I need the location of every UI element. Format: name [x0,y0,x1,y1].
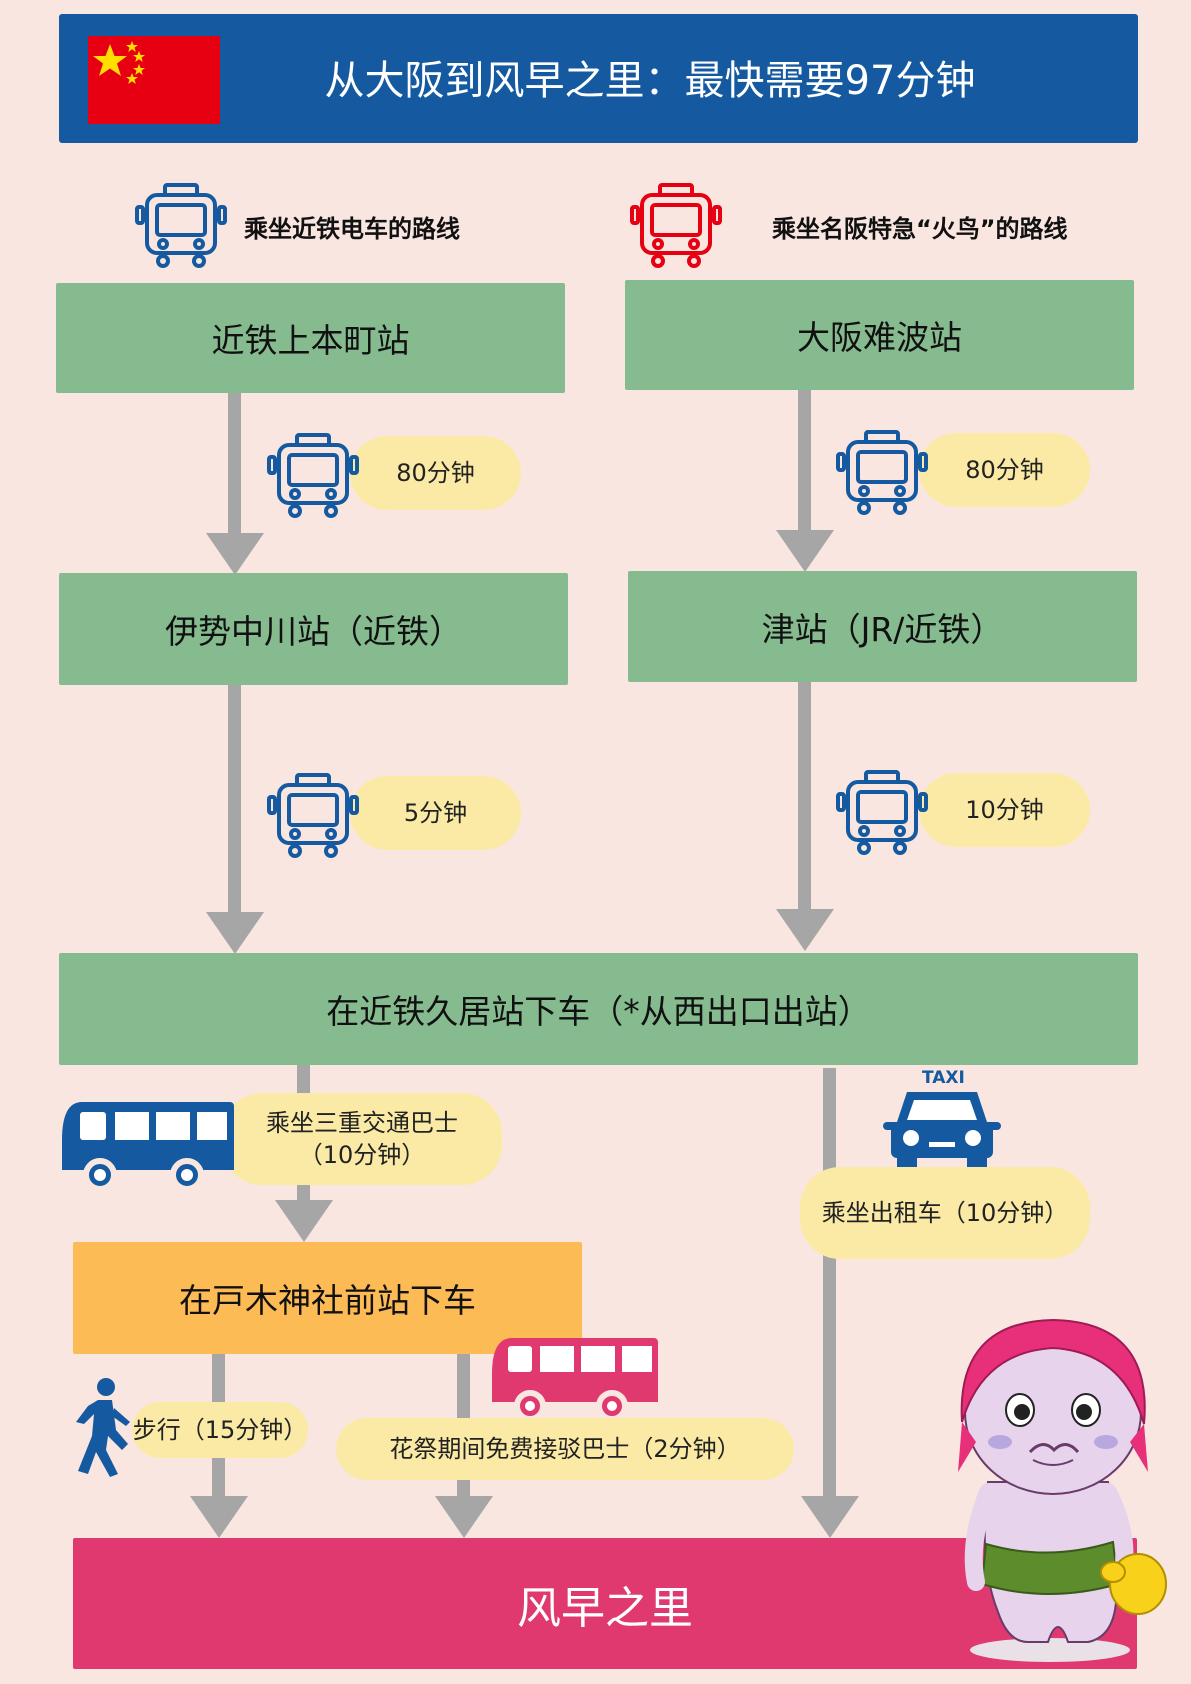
train-icon [834,770,930,856]
duration-pill: 80分钟 [350,436,521,510]
transfer-pill-walk: 步行（15分钟） [132,1402,308,1458]
china-flag-icon [88,36,220,124]
header-banner [59,14,1138,143]
station-kintetsu-uehommachi: 近铁上本町站 [56,283,565,393]
arrow-head [776,909,834,955]
transfer-text: （10分钟） [298,1141,426,1169]
arrow-head [776,530,834,576]
destination-kazahaya-no-sato: 风早之里 [73,1538,1137,1669]
arrow-head [206,912,264,958]
arrow-line [228,685,241,913]
route-label-urban-liner: 乘坐名阪特急“火鸟”的路线 [772,215,1068,243]
arrow-line [823,1068,836,1508]
duration-pill: 10分钟 [919,773,1090,847]
transfer-pill-shuttle: 花祭期间免费接驳巴士（2分钟） [336,1418,794,1480]
duration-pill: 5分钟 [350,776,521,850]
bus-icon [60,1100,235,1192]
taxi-icon [881,1088,1003,1172]
arrow-head [435,1496,493,1542]
station-hisai: 在近铁久居站下车（*从西出口出站） [59,953,1138,1065]
mascot-character-icon [948,1312,1168,1662]
taxi-sign: TAXI [922,1068,965,1088]
page-title: 从大阪到风早之里：最快需要97分钟 [324,58,976,104]
route-label-kintetsu: 乘坐近铁电车的路线 [244,215,460,243]
arrow-head [206,533,264,579]
transfer-pill-mie-bus: 乘坐三重交通巴士 （10分钟） [222,1093,502,1185]
shuttle-bus-icon [490,1336,660,1422]
arrow-head [275,1200,333,1246]
arrow-line [798,390,811,530]
arrow-head [190,1496,248,1542]
arrow-line [228,393,241,533]
station-tokojinja-mae: 在戸木神社前站下车 [73,1242,582,1354]
station-osaka-namba: 大阪难波站 [625,280,1134,390]
transfer-pill-taxi: 乘坐出租车（10分钟） [800,1167,1090,1259]
arrow-line [798,682,811,910]
train-icon [133,183,229,269]
arrow-head [801,1496,859,1542]
train-icon [265,433,361,519]
duration-pill: 80分钟 [919,433,1090,507]
transfer-text: 乘坐三重交通巴士 [266,1109,458,1137]
walking-person-icon [72,1378,134,1478]
train-icon [834,430,930,516]
train-icon [628,183,724,269]
station-tsu: 津站（JR/近铁） [628,571,1137,682]
station-ise-nakagawa: 伊势中川站（近铁） [59,573,568,685]
train-icon [265,773,361,859]
